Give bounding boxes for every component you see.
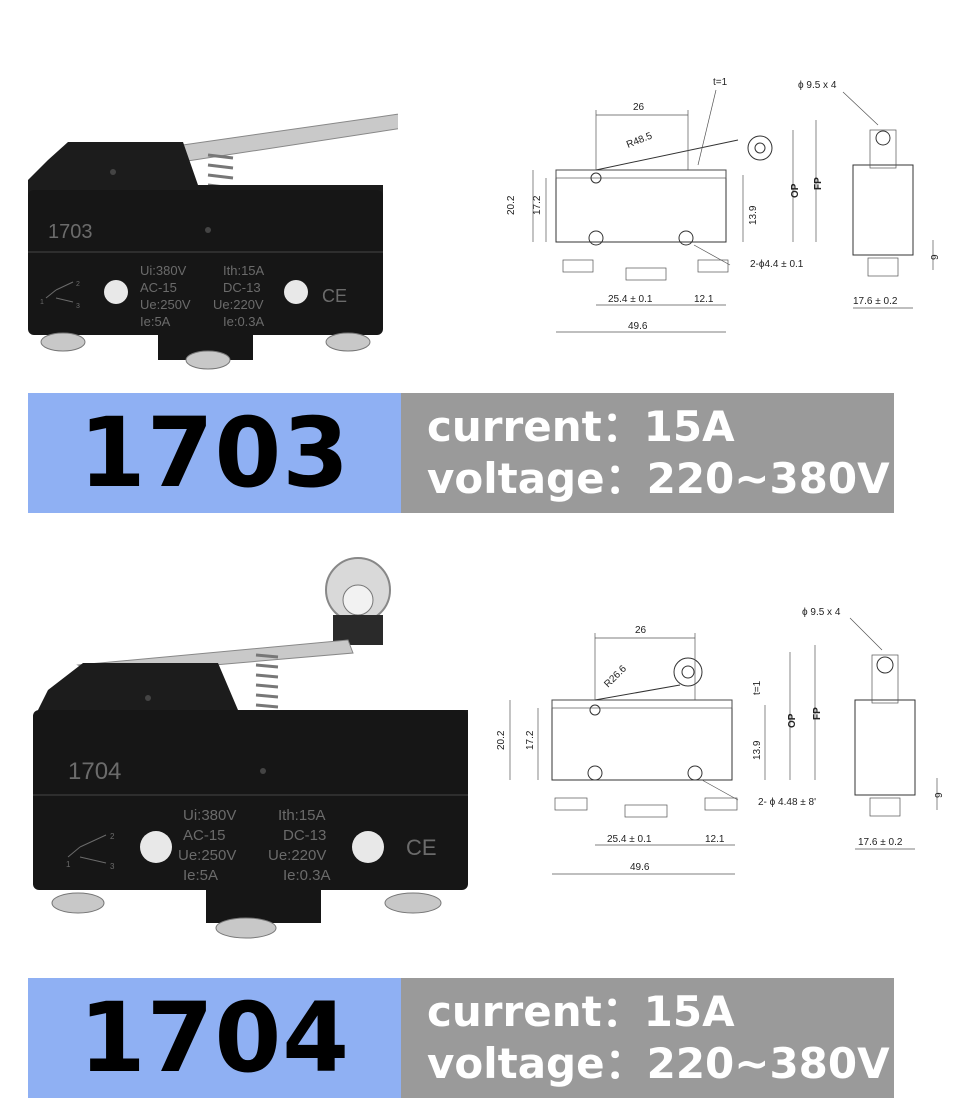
spec-banner-1703: 1703 current：15A voltage：220~380V bbox=[28, 393, 894, 513]
dim-thickness: t=1 bbox=[752, 680, 763, 695]
rating-ue-dc: Ue:220V bbox=[213, 297, 264, 312]
terminal-label-1: 1 bbox=[40, 299, 44, 306]
dim-17-6: 17.6 ± 0.2 bbox=[858, 837, 903, 848]
dimension-drawing-1704: 26 R26.6 20.2 17.2 13.9 t=1 OP FP 2- ϕ 4… bbox=[496, 607, 945, 875]
dim-roller-spec: ϕ 9.5 x 4 bbox=[798, 80, 837, 91]
terminal-label-2: 2 bbox=[76, 281, 80, 288]
terminal-label-3: 3 bbox=[76, 303, 80, 310]
terminal-label-1: 1 bbox=[66, 860, 71, 869]
dim-roller-spec: ϕ 9.5 x 4 bbox=[802, 607, 841, 618]
dim-13-9: 13.9 bbox=[752, 740, 763, 760]
dim-17-6: 17.6 ± 0.2 bbox=[853, 296, 898, 307]
dim-op: OP bbox=[790, 183, 801, 198]
current-spec: current：15A bbox=[427, 987, 735, 1036]
rating-ue-dc: Ue:220V bbox=[268, 847, 326, 864]
rating-ac: AC-15 bbox=[140, 280, 177, 295]
product-section-1703: 1703 Ui:380V AC-15 Ue:250V Ie:5A Ith:15A… bbox=[0, 0, 970, 530]
dim-thickness: t=1 bbox=[713, 77, 728, 88]
dim-op: OP bbox=[787, 713, 798, 728]
dim-9: 9 bbox=[934, 792, 945, 798]
dim-25-4: 25.4 ± 0.1 bbox=[608, 294, 653, 305]
terminal-label-3: 3 bbox=[110, 862, 115, 871]
dim-13-9: 13.9 bbox=[748, 205, 759, 225]
rating-ie-dc: Ie:0.3A bbox=[223, 314, 265, 329]
dim-fp: FP bbox=[813, 177, 824, 190]
dim-26: 26 bbox=[633, 102, 645, 113]
dim-12-1: 12.1 bbox=[705, 834, 725, 845]
dim-fp: FP bbox=[812, 707, 823, 720]
ce-mark: CE bbox=[406, 835, 437, 860]
dim-49-6: 49.6 bbox=[628, 321, 648, 332]
current-spec: current：15A bbox=[427, 402, 735, 451]
dim-17-2: 17.2 bbox=[525, 730, 536, 750]
dim-20-2: 20.2 bbox=[496, 730, 507, 750]
dim-25-4: 25.4 ± 0.1 bbox=[607, 834, 652, 845]
rating-ue-ac: Ue:250V bbox=[178, 847, 236, 864]
spec-text: current：15A voltage：220~380V bbox=[401, 393, 894, 513]
body-model-print: 1703 bbox=[48, 221, 93, 243]
switch-schematic-icon bbox=[45, 281, 74, 303]
dim-9: 9 bbox=[930, 254, 941, 260]
voltage-spec: voltage：220~380V bbox=[427, 1039, 890, 1088]
rating-ac: AC-15 bbox=[183, 827, 226, 844]
rating-ui: Ui:380V bbox=[183, 807, 236, 824]
dim-26: 26 bbox=[635, 625, 647, 636]
microswitch-photo-1703: 1703 Ui:380V AC-15 Ue:250V Ie:5A Ith:15A… bbox=[28, 113, 398, 370]
dim-17-2: 17.2 bbox=[532, 195, 543, 215]
rating-ie-ac: Ie:5A bbox=[183, 867, 218, 884]
microswitch-photo-1704: 1704 Ui:380V AC-15 Ue:250V Ie:5A Ith:15A… bbox=[33, 557, 468, 939]
rating-ie-ac: Ie:5A bbox=[140, 314, 171, 329]
dim-49-6: 49.6 bbox=[630, 862, 650, 873]
rating-dc: DC-13 bbox=[223, 280, 261, 295]
switch-schematic-icon bbox=[67, 834, 107, 864]
body-model-print: 1704 bbox=[68, 758, 121, 785]
rating-ith: Ith:15A bbox=[223, 263, 265, 278]
rating-dc: DC-13 bbox=[283, 827, 326, 844]
terminal-label-2: 2 bbox=[110, 832, 115, 841]
model-number: 1703 bbox=[28, 393, 401, 513]
dim-12-1: 12.1 bbox=[694, 294, 714, 305]
model-number: 1704 bbox=[28, 978, 401, 1098]
dim-radius: R26.6 bbox=[602, 663, 629, 690]
rating-ui: Ui:380V bbox=[140, 263, 187, 278]
rating-ie-dc: Ie:0.3A bbox=[283, 867, 331, 884]
ce-mark: CE bbox=[322, 286, 347, 306]
spec-banner-1704: 1704 current：15A voltage：220~380V bbox=[28, 978, 894, 1098]
dim-radius: R48.5 bbox=[625, 130, 654, 150]
rating-ith: Ith:15A bbox=[278, 807, 326, 824]
dim-hole-spec: 2-ϕ4.4 ± 0.1 bbox=[750, 259, 804, 270]
rating-ue-ac: Ue:250V bbox=[140, 297, 191, 312]
dimension-drawing-1703: 26 t=1 R48.5 20.2 17.2 13.9 OP FP 2-ϕ4.4… bbox=[506, 77, 941, 333]
dim-20-2: 20.2 bbox=[506, 195, 517, 215]
dim-hole-spec: 2- ϕ 4.48 ± 8' bbox=[758, 797, 816, 808]
voltage-spec: voltage：220~380V bbox=[427, 454, 890, 503]
product-section-1704: 1704 Ui:380V AC-15 Ue:250V Ie:5A Ith:15A… bbox=[0, 545, 970, 1098]
spec-text: current：15A voltage：220~380V bbox=[401, 978, 894, 1098]
